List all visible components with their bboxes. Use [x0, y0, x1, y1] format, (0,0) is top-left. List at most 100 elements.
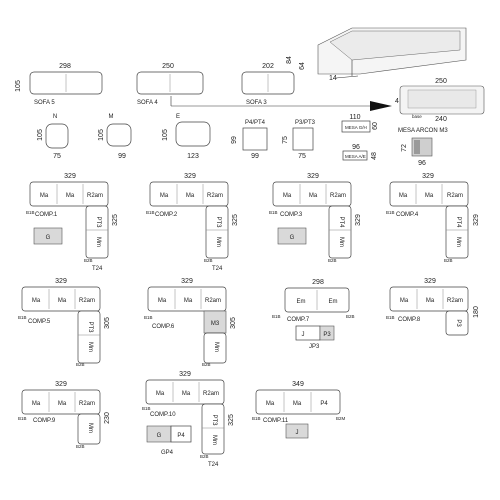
svg-text:G: G: [157, 433, 162, 439]
composition-3: 329 Ma Ma R2am PT4 Mm 329 B1B COMP.3 G B…: [269, 173, 362, 263]
sofa-5: 298 105 SOFA 5: [15, 63, 103, 106]
svg-text:99: 99: [118, 153, 126, 160]
svg-text:Ma: Ma: [293, 401, 302, 407]
svg-text:Ma: Ma: [309, 193, 318, 199]
svg-text:R2am: R2am: [203, 391, 219, 397]
svg-text:Ma: Ma: [160, 193, 169, 199]
svg-text:298: 298: [312, 279, 324, 286]
ottoman-n: N 105 75: [37, 114, 69, 160]
svg-text:R2am: R2am: [79, 298, 95, 304]
svg-text:P3: P3: [455, 319, 461, 327]
svg-text:B2M: B2M: [336, 416, 346, 421]
svg-text:COMP.9: COMP.9: [33, 418, 56, 424]
svg-text:329: 329: [473, 214, 480, 226]
pouf-p4: P4/PT4 99 99: [231, 120, 268, 160]
svg-text:J: J: [296, 430, 299, 436]
svg-text:M: M: [109, 114, 114, 120]
svg-text:PT3: PT3: [211, 414, 217, 426]
svg-text:B1B: B1B: [269, 210, 278, 215]
svg-text:Ma: Ma: [182, 391, 191, 397]
svg-text:14: 14: [329, 75, 337, 82]
svg-text:329: 329: [64, 173, 76, 180]
svg-text:COMP.6: COMP.6: [152, 324, 175, 330]
svg-text:P3: P3: [323, 332, 331, 338]
svg-text:Mm: Mm: [95, 237, 101, 247]
svg-text:72: 72: [401, 144, 408, 152]
sofa-5-label: SOFA 5: [34, 100, 55, 106]
sofa-5-depth: 105: [15, 80, 22, 92]
svg-text:B1B: B1B: [26, 210, 35, 215]
svg-text:Em: Em: [329, 299, 338, 305]
svg-text:B2B: B2B: [76, 444, 85, 449]
svg-text:305: 305: [104, 317, 111, 329]
svg-text:MESA A/E: MESA A/E: [345, 154, 366, 159]
svg-text:R2am: R2am: [205, 298, 221, 304]
svg-text:N: N: [53, 114, 57, 120]
svg-text:Mm: Mm: [338, 237, 344, 247]
pouf-p3-shape: [292, 127, 314, 151]
sofa-3: 202 SOFA 3: [241, 63, 295, 106]
svg-text:R2am: R2am: [447, 193, 463, 199]
mesa-gh: 110 MESA G/H 60: [341, 114, 379, 133]
svg-text:Ma: Ma: [426, 298, 435, 304]
svg-text:B1B: B1B: [386, 315, 395, 320]
svg-text:84: 84: [286, 56, 293, 64]
sofa-top-view: 250 242 4 240 base: [395, 78, 485, 123]
svg-text:E: E: [176, 114, 180, 120]
mesa-ae: 96 MESA A/E 48: [342, 144, 378, 161]
composition-10: 329 Ma Ma R2am PT3 Mm 325 B1B COMP.10 G …: [142, 371, 235, 468]
svg-text:B1B: B1B: [144, 315, 153, 320]
svg-text:75: 75: [298, 153, 306, 160]
ottoman-n-shape: [45, 123, 69, 149]
svg-text:105: 105: [98, 129, 105, 141]
svg-text:Ma: Ma: [58, 298, 67, 304]
svg-text:R2am: R2am: [87, 193, 103, 199]
svg-text:Ma: Ma: [32, 401, 41, 407]
svg-text:R2am: R2am: [79, 401, 95, 407]
svg-text:B1B: B1B: [272, 314, 281, 319]
svg-text:99: 99: [251, 153, 259, 160]
svg-text:Ma: Ma: [283, 193, 292, 199]
svg-text:P4/PT4: P4/PT4: [245, 120, 266, 126]
svg-text:96: 96: [352, 144, 360, 151]
svg-text:329: 329: [355, 214, 362, 226]
svg-text:J: J: [302, 332, 305, 338]
svg-text:COMP.8: COMP.8: [398, 317, 421, 323]
svg-text:305: 305: [230, 317, 237, 329]
svg-text:COMP.2: COMP.2: [155, 212, 178, 218]
composition-5: 329 Ma Ma R2am PT3 Mm 305 B1B COMP.5 B2B: [18, 278, 111, 367]
svg-text:349: 349: [292, 381, 304, 388]
svg-text:Mm: Mm: [211, 435, 217, 445]
svg-text:60: 60: [372, 122, 379, 130]
svg-text:P4: P4: [177, 433, 185, 439]
sofa-4-label: SOFA 4: [137, 100, 158, 106]
svg-text:75: 75: [282, 136, 289, 144]
svg-text:COMP.7: COMP.7: [287, 317, 310, 323]
composition-7: 298 Em Em B1B B2B COMP.7 J P3 JP3: [272, 279, 355, 350]
composition-8: 329 Ma Ma R2am P3 180 B1B COMP.8: [386, 278, 480, 336]
ottoman-e: E 105 123: [162, 114, 211, 160]
svg-text:PT3: PT3: [95, 216, 101, 228]
sofa-4: 250 SOFA 4: [136, 63, 204, 106]
composition-11: 349 Ma Ma P4 B1B B2M COMP.11 J: [252, 381, 346, 439]
sofa-3-label: SOFA 3: [246, 100, 267, 106]
svg-text:Em: Em: [297, 299, 306, 305]
svg-text:PT3: PT3: [215, 216, 221, 228]
svg-text:329: 329: [422, 173, 434, 180]
svg-text:PT4: PT4: [455, 216, 461, 228]
svg-text:329: 329: [55, 381, 67, 388]
svg-text:G: G: [290, 235, 295, 241]
svg-text:110: 110: [349, 114, 360, 121]
svg-text:R2am: R2am: [330, 193, 346, 199]
svg-text:325: 325: [112, 214, 119, 226]
svg-text:GP4: GP4: [161, 450, 174, 456]
svg-text:75: 75: [53, 153, 61, 160]
svg-text:Ma: Ma: [184, 298, 193, 304]
svg-text:123: 123: [187, 153, 199, 160]
svg-text:329: 329: [55, 278, 67, 285]
svg-text:base: base: [412, 114, 422, 119]
svg-text:329: 329: [424, 278, 436, 285]
svg-text:B1B: B1B: [146, 210, 155, 215]
svg-text:B1B: B1B: [18, 416, 27, 421]
